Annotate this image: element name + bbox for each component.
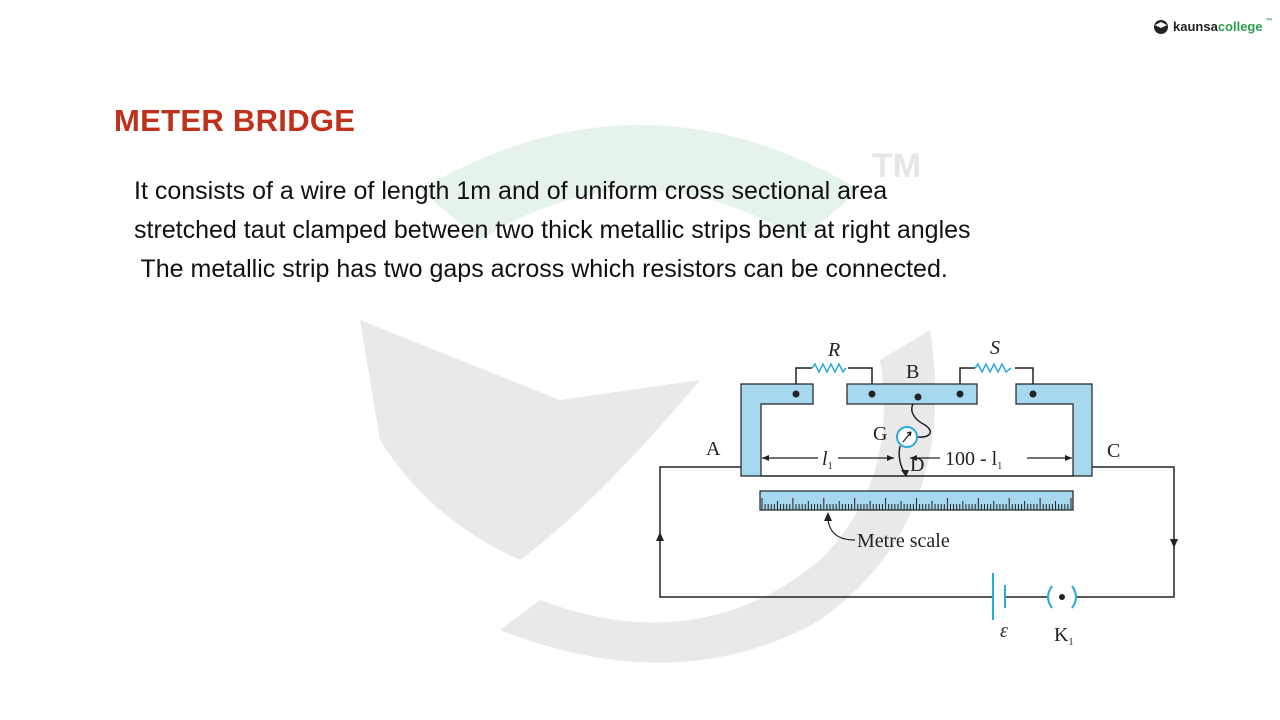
label-metre-scale: Metre scale — [857, 530, 950, 552]
body-line: stretched taut clamped between two thick… — [134, 216, 971, 244]
terminals — [792, 390, 1065, 600]
label-B: B — [906, 361, 919, 383]
logo-tm: ™ — [1265, 18, 1273, 25]
scale-ticks — [761, 498, 1072, 510]
graduation-cap-icon — [1154, 20, 1168, 34]
label-emf: ε — [1000, 620, 1008, 642]
dimension-arrows — [762, 457, 1072, 541]
metal-strips — [740, 383, 1093, 511]
label-key: K1 — [1054, 624, 1073, 648]
label-S: S — [990, 337, 1000, 359]
key-icon — [1047, 585, 1077, 609]
logo-text-dark: kaunsa — [1173, 18, 1218, 34]
arrowheads — [656, 455, 1178, 548]
strip-middle — [846, 383, 978, 405]
resistor-S — [974, 362, 1012, 374]
label-D: D — [910, 454, 924, 476]
svg-text:TM: TM — [872, 147, 921, 185]
label-l1: l1 — [822, 448, 833, 472]
logo-text-green: college — [1217, 18, 1263, 34]
strip-left — [740, 383, 814, 477]
slide-body: It consists of a wire of length 1m and o… — [134, 172, 971, 289]
label-100-minus-l1: 100 - l1 — [945, 448, 1002, 472]
body-line: The metallic strip has two gaps across w… — [134, 255, 948, 283]
slide-title: METER BRIDGE — [114, 103, 356, 138]
strip-right — [1015, 383, 1093, 477]
resistor-R — [811, 362, 847, 374]
label-G: G — [873, 423, 887, 445]
resistors — [811, 362, 1012, 374]
body-line: It consists of a wire of length 1m and o… — [134, 177, 888, 205]
label-R: R — [827, 339, 840, 361]
label-A: A — [706, 438, 721, 460]
label-C: C — [1107, 440, 1120, 462]
battery-icon — [992, 573, 1006, 620]
